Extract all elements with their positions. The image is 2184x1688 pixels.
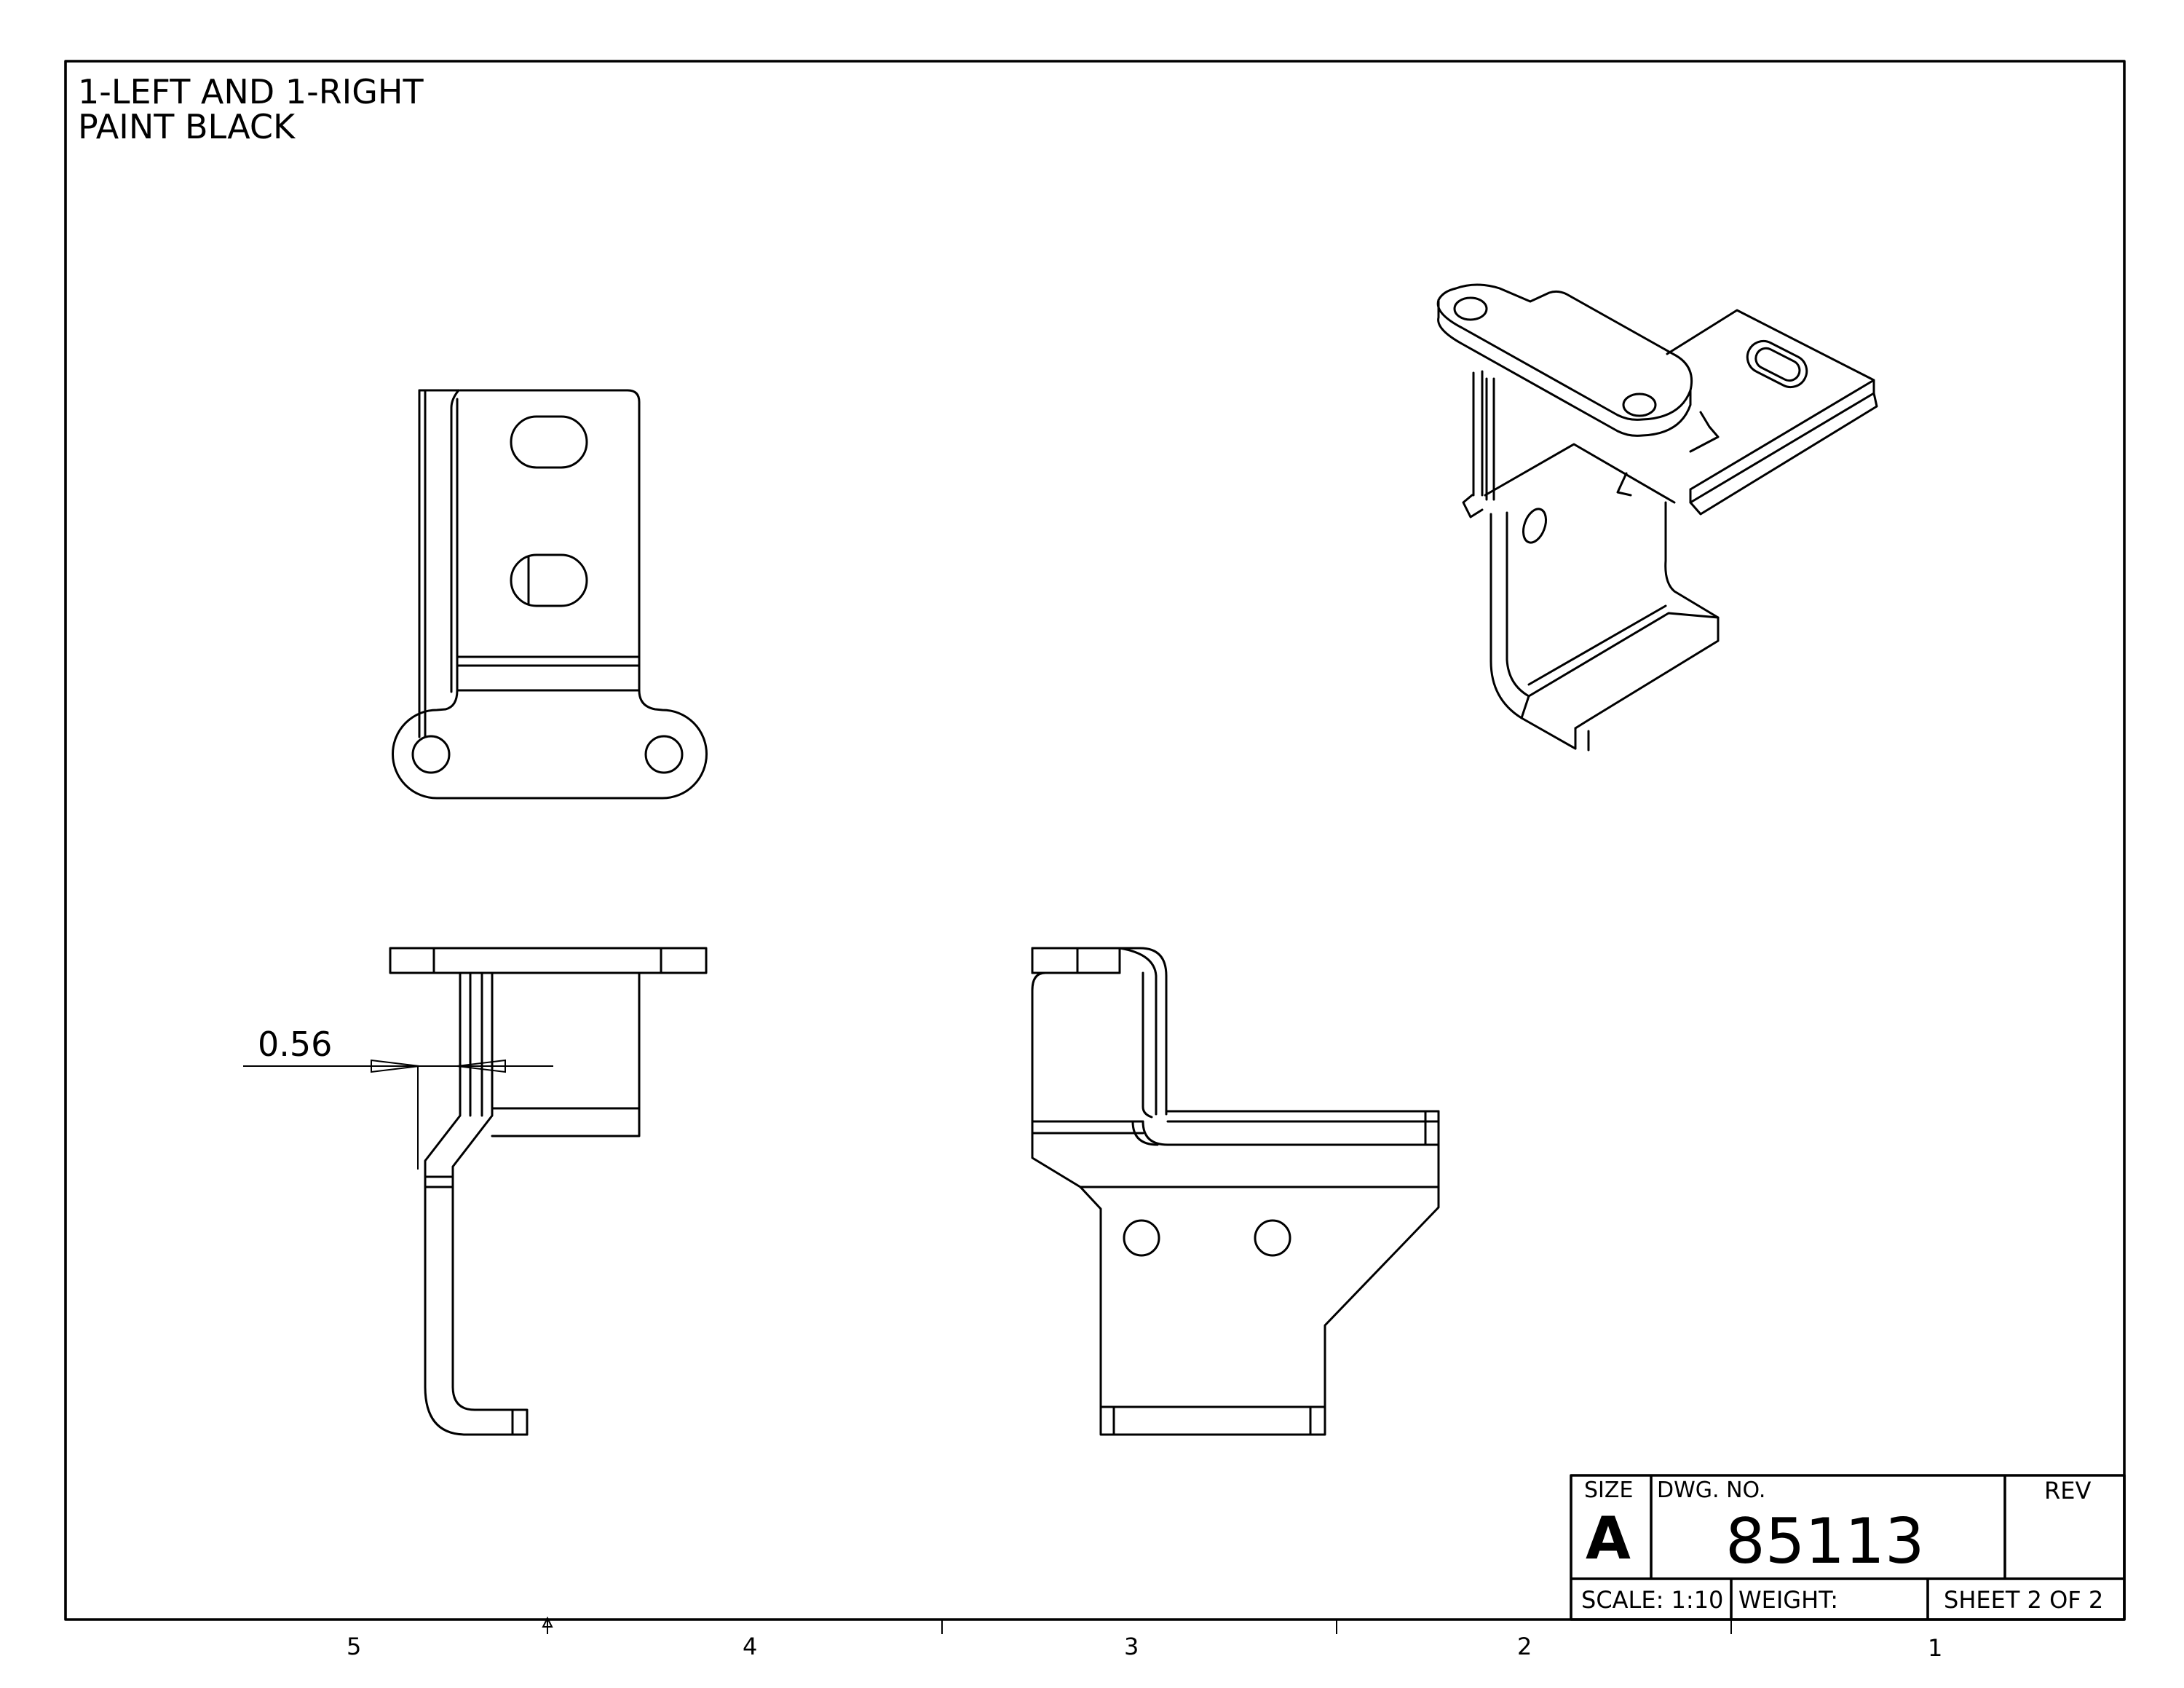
web-hole-left xyxy=(1123,1219,1160,1257)
note-line-1: 1-LEFT AND 1-RIGHT xyxy=(78,72,424,111)
zone-label-4: 4 xyxy=(743,1633,757,1660)
zone-label-3: 3 xyxy=(1124,1633,1139,1660)
size-label: SIZE xyxy=(1584,1478,1633,1503)
slot-upper xyxy=(510,415,588,469)
dwg-no-value: 85113 xyxy=(1725,1505,1925,1578)
side-view: 0.56 xyxy=(243,947,708,1436)
right-view xyxy=(1031,947,1440,1436)
rev-label: REV xyxy=(2044,1477,2091,1504)
title-block: SIZE A DWG. NO. 85113 REV SCALE: 1:10 WE… xyxy=(1570,1474,2126,1621)
ear-hole-right xyxy=(644,735,684,774)
zone-label-5: 5 xyxy=(347,1633,361,1660)
ear-hole-left xyxy=(411,735,451,774)
zone-label-1: 1 xyxy=(1928,1634,1942,1662)
sheet-text: SHEET 2 OF 2 xyxy=(1944,1586,2103,1614)
dimension-value: 0.56 xyxy=(258,1025,332,1064)
sheet-border xyxy=(64,60,2126,1621)
scale-text: SCALE: 1:10 xyxy=(1581,1586,1723,1614)
zone-markers: 5 4 3 2 1 xyxy=(347,1616,1942,1662)
isometric-view xyxy=(1436,283,1878,752)
slot-lower xyxy=(510,553,588,607)
dwg-no-label: DWG. NO. xyxy=(1657,1478,1765,1503)
front-view xyxy=(392,389,708,800)
weight-text: WEIGHT: xyxy=(1738,1586,1838,1614)
note-line-2: PAINT BLACK xyxy=(78,107,296,146)
zone-label-2: 2 xyxy=(1517,1633,1532,1660)
size-value: A xyxy=(1586,1504,1631,1572)
web-hole-right xyxy=(1254,1219,1291,1257)
